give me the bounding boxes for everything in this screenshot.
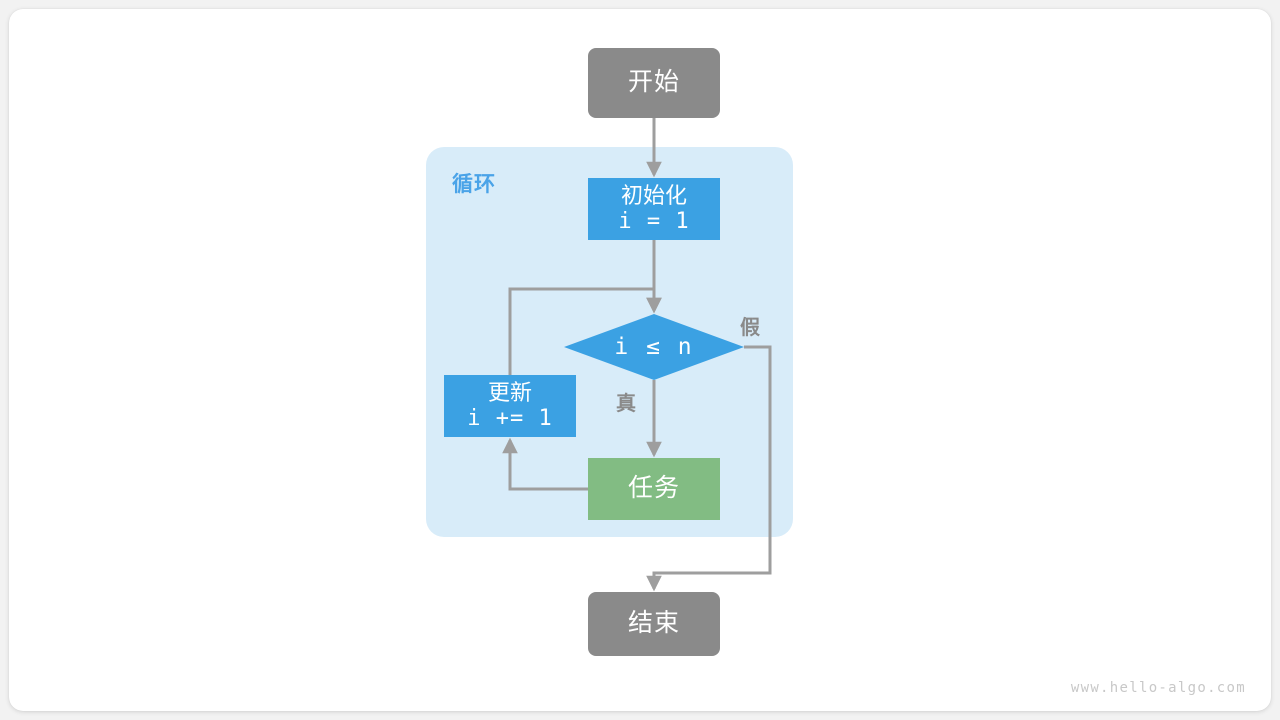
node-init-label: 初始化 <box>620 183 687 209</box>
node-init-sublabel: i = 1 <box>618 209 690 234</box>
node-init[interactable]: 初始化 i = 1 <box>588 178 720 240</box>
node-end[interactable]: 结束 <box>588 592 720 656</box>
node-condition[interactable]: i ≤ n <box>564 314 744 380</box>
node-condition-label: i ≤ n <box>614 334 694 360</box>
watermark: www.hello-algo.com <box>1070 680 1246 696</box>
edge-label-true: 真 <box>616 393 636 415</box>
edge-task-to-update <box>502 437 588 491</box>
node-update-sublabel: i += 1 <box>467 406 553 431</box>
edge-cond-to-end <box>646 345 772 592</box>
node-end-label: 结束 <box>627 609 680 638</box>
edge-update-to-cond <box>508 287 662 375</box>
node-update-label: 更新 <box>487 380 532 406</box>
node-start[interactable]: 开始 <box>588 48 720 118</box>
node-update[interactable]: 更新 i += 1 <box>444 375 576 437</box>
node-task-label: 任务 <box>627 474 680 503</box>
node-task[interactable]: 任务 <box>588 458 720 520</box>
loop-container-label: 循环 <box>452 173 496 196</box>
edge-label-false: 假 <box>740 317 760 339</box>
node-start-label: 开始 <box>627 68 680 97</box>
